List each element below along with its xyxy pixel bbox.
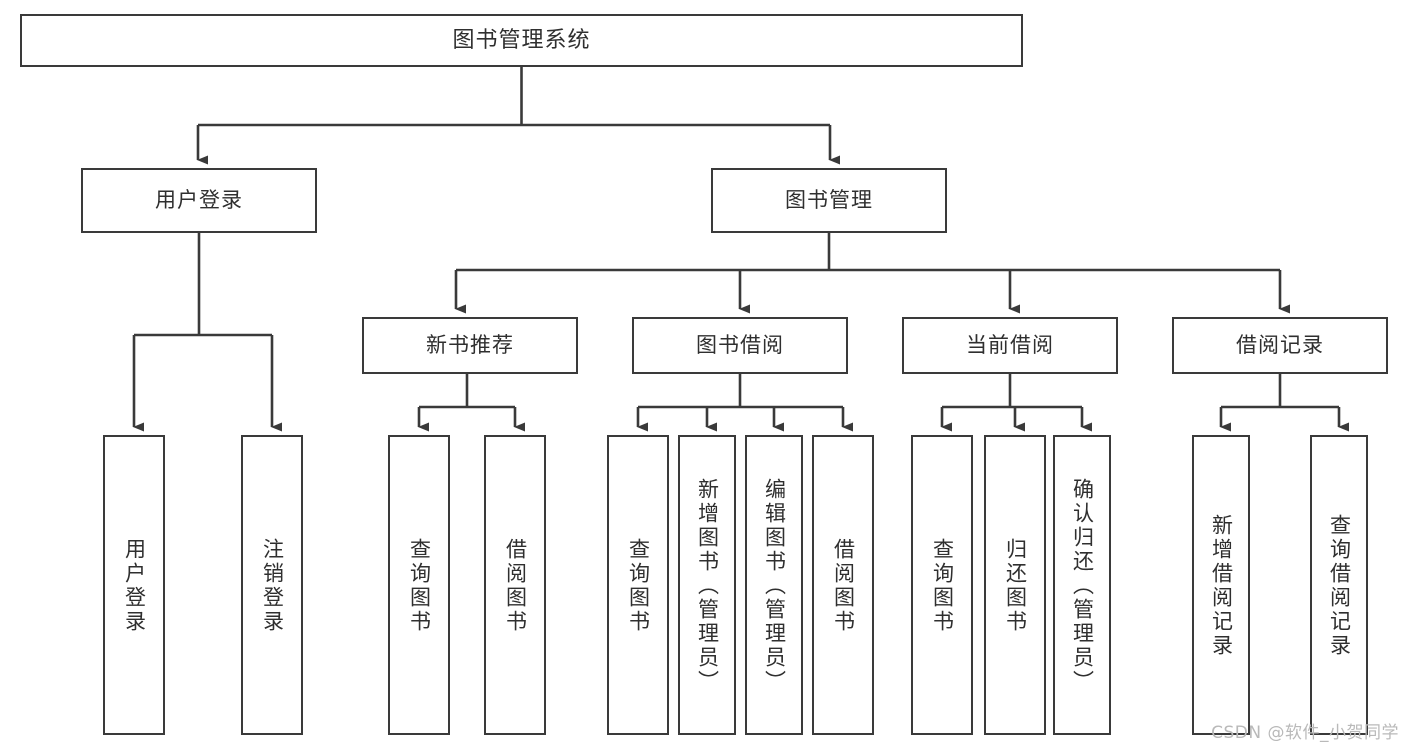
node-borrow-record-label: 借阅记录	[1236, 333, 1324, 358]
node-leaf-query-borrow-record[interactable]: 查询借阅记录	[1310, 435, 1368, 735]
node-leaf-borrow-book-1-label: 借阅图书	[503, 538, 528, 634]
node-leaf-edit-book[interactable]: 编辑图书（管理员）	[745, 435, 803, 735]
node-user-login-label: 用户登录	[155, 188, 243, 213]
node-leaf-user-login-label: 用户登录	[122, 538, 147, 634]
node-book-manage[interactable]: 图书管理	[711, 168, 947, 233]
node-current-borrow-label: 当前借阅	[966, 333, 1054, 358]
node-user-login[interactable]: 用户登录	[81, 168, 317, 233]
node-leaf-query-book-2[interactable]: 查询图书	[607, 435, 669, 735]
node-leaf-add-borrow-record-label: 新增借阅记录	[1209, 514, 1234, 658]
node-book-borrow-label: 图书借阅	[696, 333, 784, 358]
node-leaf-return-book-label: 归还图书	[1003, 538, 1028, 634]
node-leaf-add-book-label: 新增图书（管理员）	[695, 478, 720, 694]
node-leaf-confirm-return-label: 确认归还（管理员）	[1070, 478, 1095, 694]
node-leaf-user-login[interactable]: 用户登录	[103, 435, 165, 735]
node-leaf-query-book-3[interactable]: 查询图书	[911, 435, 973, 735]
node-leaf-add-book[interactable]: 新增图书（管理员）	[678, 435, 736, 735]
node-leaf-logout-label: 注销登录	[260, 538, 285, 634]
node-leaf-logout[interactable]: 注销登录	[241, 435, 303, 735]
node-borrow-record[interactable]: 借阅记录	[1172, 317, 1388, 374]
node-leaf-query-book-1-label: 查询图书	[407, 538, 432, 634]
node-leaf-query-borrow-record-label: 查询借阅记录	[1327, 514, 1352, 658]
node-leaf-query-book-2-label: 查询图书	[626, 538, 651, 634]
node-leaf-edit-book-label: 编辑图书（管理员）	[762, 478, 787, 694]
node-new-book-recommend[interactable]: 新书推荐	[362, 317, 578, 374]
node-root-label: 图书管理系统	[452, 27, 591, 53]
node-leaf-return-book[interactable]: 归还图书	[984, 435, 1046, 735]
node-leaf-query-book-1[interactable]: 查询图书	[388, 435, 450, 735]
node-leaf-confirm-return[interactable]: 确认归还（管理员）	[1053, 435, 1111, 735]
node-book-borrow[interactable]: 图书借阅	[632, 317, 848, 374]
node-leaf-query-book-3-label: 查询图书	[930, 538, 955, 634]
node-leaf-add-borrow-record[interactable]: 新增借阅记录	[1192, 435, 1250, 735]
node-new-book-recommend-label: 新书推荐	[426, 333, 514, 358]
watermark-text: CSDN @软件_小贺同学	[1211, 723, 1399, 743]
node-root[interactable]: 图书管理系统	[20, 14, 1023, 67]
node-book-manage-label: 图书管理	[785, 188, 873, 213]
node-leaf-borrow-book-2[interactable]: 借阅图书	[812, 435, 874, 735]
node-leaf-borrow-book-1[interactable]: 借阅图书	[484, 435, 546, 735]
node-current-borrow[interactable]: 当前借阅	[902, 317, 1118, 374]
node-leaf-borrow-book-2-label: 借阅图书	[831, 538, 856, 634]
